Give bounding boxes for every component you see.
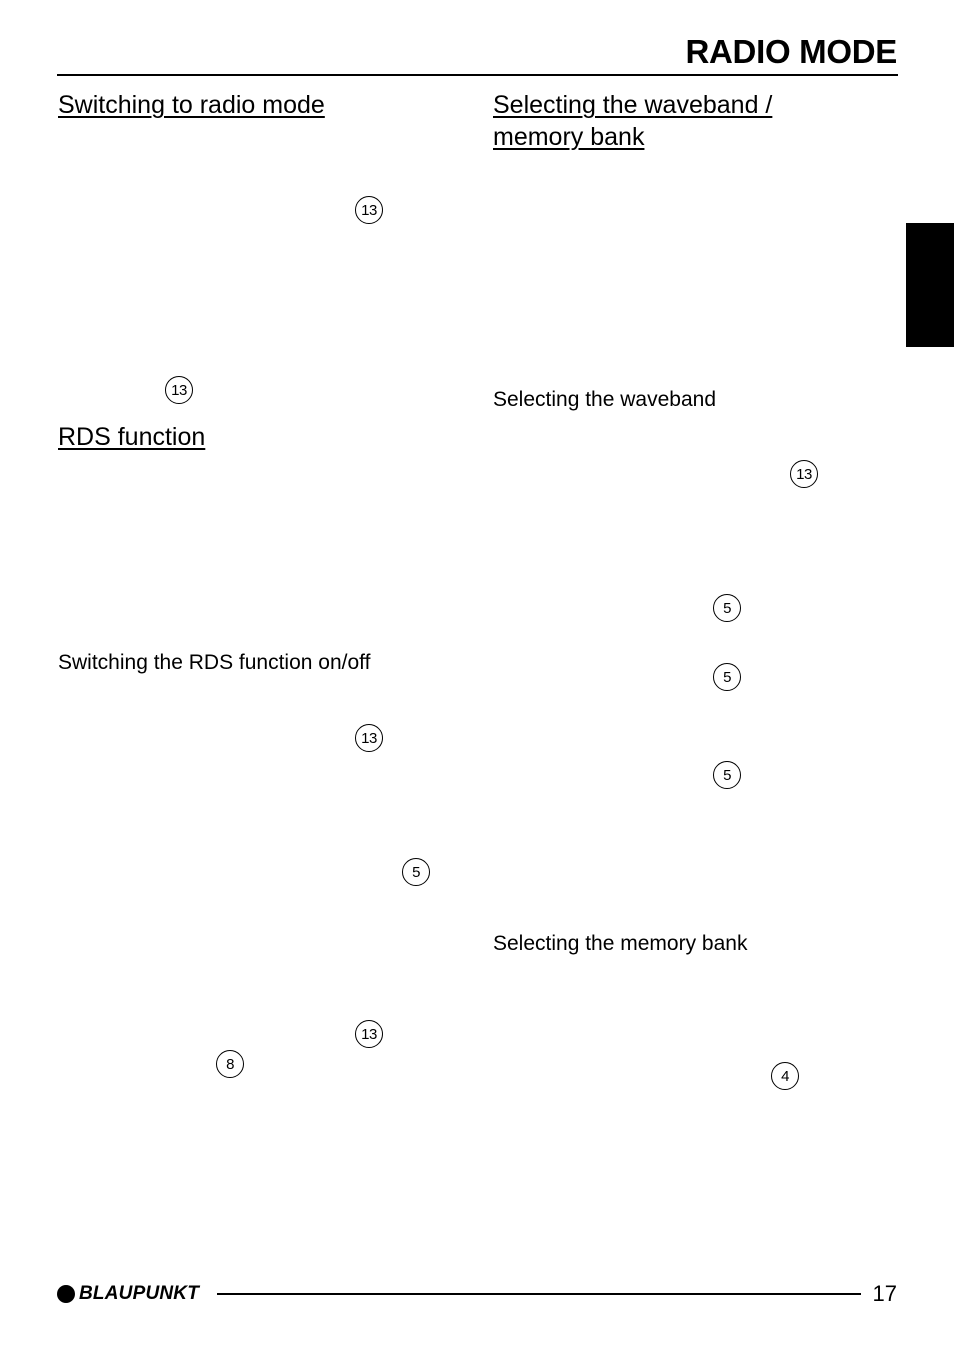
heading-rds-on-off: Switching the RDS function on/off — [58, 651, 371, 674]
callout-4: 4 — [771, 1062, 799, 1090]
callout-13: 13 — [165, 376, 193, 404]
callout-8: 8 — [216, 1050, 244, 1078]
callout-13: 13 — [355, 1020, 383, 1048]
brand-name: BLAUPUNKT — [79, 1283, 200, 1304]
section-tab-marker — [906, 223, 954, 347]
callout-5: 5 — [713, 594, 741, 622]
heading-selecting-waveband-memory-line2: memory bank — [493, 123, 645, 151]
header-divider — [57, 74, 898, 76]
logo-dot-icon — [57, 1285, 75, 1303]
heading-selecting-waveband: Selecting the waveband — [493, 388, 716, 411]
callout-13: 13 — [790, 460, 818, 488]
callout-5: 5 — [713, 761, 741, 789]
heading-rds-function: RDS function — [58, 423, 206, 451]
callout-13: 13 — [355, 724, 383, 752]
blaupunkt-logo: BLAUPUNKT — [57, 1283, 199, 1305]
footer-divider — [217, 1293, 861, 1295]
heading-selecting-waveband-memory-line1: Selecting the waveband / — [493, 91, 773, 119]
page-title: RADIO MODE — [685, 33, 897, 70]
heading-selecting-memory-bank: Selecting the memory bank — [493, 932, 748, 955]
page-number: 17 — [872, 1281, 897, 1306]
callout-13: 13 — [355, 196, 383, 224]
heading-switching-to-radio-mode: Switching to radio mode — [58, 91, 325, 119]
callout-5: 5 — [713, 663, 741, 691]
callout-5: 5 — [402, 858, 430, 886]
